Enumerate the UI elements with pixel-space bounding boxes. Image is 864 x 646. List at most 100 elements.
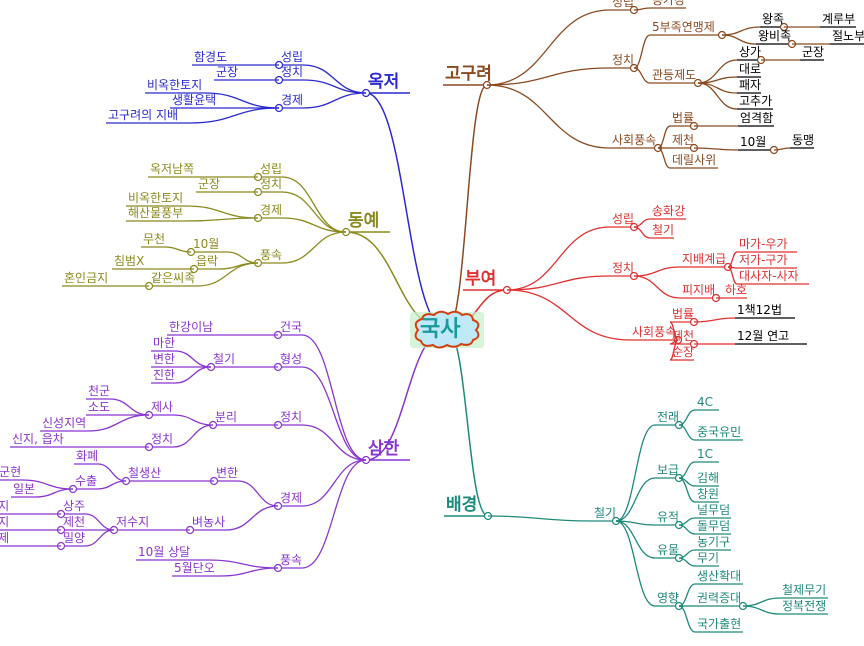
node-label[interactable]: 1책12법 [737, 303, 782, 317]
node-label[interactable]: 벼농사 [192, 515, 226, 529]
node-label[interactable]: 신성지역 [42, 416, 87, 430]
node-label[interactable]: 유적 [657, 510, 680, 524]
node-label[interactable]: 일본 [13, 482, 36, 496]
node-label[interactable]: 정복전쟁 [782, 599, 827, 613]
node-label[interactable]: 마한 [153, 336, 176, 350]
node-label[interactable]: 데릴사위 [672, 153, 717, 167]
node-label[interactable]: 정치 [612, 261, 635, 275]
node-label[interactable]: 경제 [280, 491, 303, 505]
node-label[interactable]: 대로 [739, 62, 762, 76]
node-label[interactable]: 화폐 [76, 449, 99, 463]
node-label[interactable]: 상주 [63, 499, 86, 513]
node-label[interactable]: 풍속 [280, 553, 303, 567]
branch-0-title[interactable]: 옥저 [368, 72, 400, 92]
node-label[interactable]: 철제무기 [782, 583, 827, 597]
node-label[interactable]: 법률 [672, 111, 695, 125]
node-label[interactable]: 10월 상달 [138, 545, 191, 559]
node-label[interactable]: 창원 [697, 487, 720, 501]
node-label[interactable]: 동가강 [652, 0, 686, 7]
node-label[interactable]: 정치 [280, 410, 303, 424]
node-label[interactable]: 한군현 [0, 465, 22, 479]
node-label[interactable]: 옥저남쪽 [150, 162, 195, 176]
branch-1-title[interactable]: 동예 [348, 211, 380, 231]
node-label[interactable]: 고추가 [739, 94, 773, 108]
node-label[interactable]: 정치 [612, 53, 635, 67]
node-label[interactable]: 제천 [672, 133, 695, 147]
node-label[interactable]: 건국 [280, 320, 303, 334]
node-label[interactable]: 제사 [151, 400, 174, 414]
node-label[interactable]: 군장 [802, 45, 825, 59]
node-label[interactable]: 제천 [672, 329, 695, 343]
node-label[interactable]: 철기 [213, 352, 236, 366]
node-label[interactable]: 패자 [739, 78, 762, 92]
node-label[interactable]: 변한 [216, 466, 239, 480]
node-label[interactable]: 풍속 [260, 248, 283, 262]
node-label[interactable]: 널무덤 [697, 503, 731, 517]
node-label[interactable]: 수산제 [0, 531, 10, 545]
node-label[interactable]: 분리 [215, 410, 238, 424]
node-label[interactable]: 엄격함 [740, 111, 774, 125]
node-label[interactable]: 전래 [657, 410, 680, 424]
node-label[interactable]: 절노부 [832, 29, 864, 43]
root-node[interactable]: 국사 [408, 310, 486, 350]
node-label[interactable]: 신지, 읍차 [12, 432, 64, 446]
node-label[interactable]: 왕족 [762, 12, 785, 26]
node-label[interactable]: 함경도 [194, 50, 228, 64]
node-label[interactable]: 경제 [281, 93, 304, 107]
branch-3-title[interactable]: 고구려 [445, 64, 492, 84]
node-label[interactable]: 저수지 [116, 515, 150, 529]
node-label[interactable]: 정치 [151, 432, 174, 446]
node-label[interactable]: 동맹 [792, 133, 815, 147]
node-label[interactable]: 상가 [739, 45, 762, 59]
node-label[interactable]: 경제 [260, 203, 283, 217]
node-label[interactable]: 10월 [193, 237, 220, 251]
node-label[interactable]: 생활윤택 [172, 93, 217, 107]
node-label[interactable]: 변한 [153, 352, 176, 366]
node-label[interactable]: 지배계급 [682, 252, 727, 266]
node-label[interactable]: 비옥한토지 [147, 78, 203, 92]
node-label[interactable]: 성립 [281, 50, 304, 64]
node-label[interactable]: 유물 [657, 543, 680, 557]
node-label[interactable]: 송화강 [652, 204, 686, 218]
node-label[interactable]: 천군 [88, 384, 111, 398]
node-label[interactable]: 관등제도 [652, 68, 697, 82]
node-label[interactable]: 성립 [612, 212, 635, 226]
node-label[interactable]: 영향 [657, 591, 680, 605]
node-label[interactable]: 군장 [198, 177, 221, 191]
node-label[interactable]: 공검지 [0, 499, 10, 513]
node-label[interactable]: 권력증대 [697, 591, 742, 605]
node-label[interactable]: 철생산 [128, 466, 162, 480]
node-label[interactable]: 10월 [740, 135, 767, 149]
node-label[interactable]: 계루부 [822, 12, 856, 26]
node-label[interactable]: 돌무덤 [697, 519, 731, 533]
node-label[interactable]: 5부족연맹제 [652, 20, 715, 34]
node-label[interactable]: 국가출현 [697, 617, 742, 631]
node-label[interactable]: 같은씨족 [151, 271, 196, 285]
node-label[interactable]: 읍락 [196, 254, 219, 268]
node-label[interactable]: 해산물풍부 [128, 206, 184, 220]
node-label[interactable]: 군장 [216, 65, 239, 79]
branch-5-title[interactable]: 배경 [446, 495, 478, 515]
node-label[interactable]: 하호 [725, 283, 748, 297]
node-label[interactable]: 성립 [612, 0, 635, 9]
node-label[interactable]: 무기 [697, 551, 720, 565]
node-label[interactable]: 피지배 [682, 283, 716, 297]
branch-4-title[interactable]: 부여 [465, 269, 497, 289]
node-label[interactable]: 5월단오 [174, 561, 215, 575]
node-label[interactable]: 형성 [280, 352, 303, 366]
node-label[interactable]: 철기 [594, 506, 617, 520]
node-label[interactable]: 중국유민 [697, 425, 742, 439]
node-label[interactable]: 농기구 [697, 535, 731, 549]
node-label[interactable]: 비옥한토지 [128, 191, 184, 205]
node-label[interactable]: 사회풍속 [632, 325, 677, 339]
node-label[interactable]: 보급 [657, 463, 680, 477]
node-label[interactable]: 무천 [143, 232, 166, 246]
branch-2-title[interactable]: 삼한 [368, 439, 400, 459]
node-label[interactable]: 대사자-사자 [739, 269, 799, 283]
node-label[interactable]: 4C [697, 395, 714, 409]
node-label[interactable]: 저가-구가 [739, 253, 788, 267]
node-label[interactable]: 소도 [88, 400, 111, 414]
node-label[interactable]: 고구려의 지배 [108, 108, 179, 122]
node-label[interactable]: 1C [697, 447, 714, 461]
node-label[interactable]: 한강이남 [169, 320, 214, 334]
